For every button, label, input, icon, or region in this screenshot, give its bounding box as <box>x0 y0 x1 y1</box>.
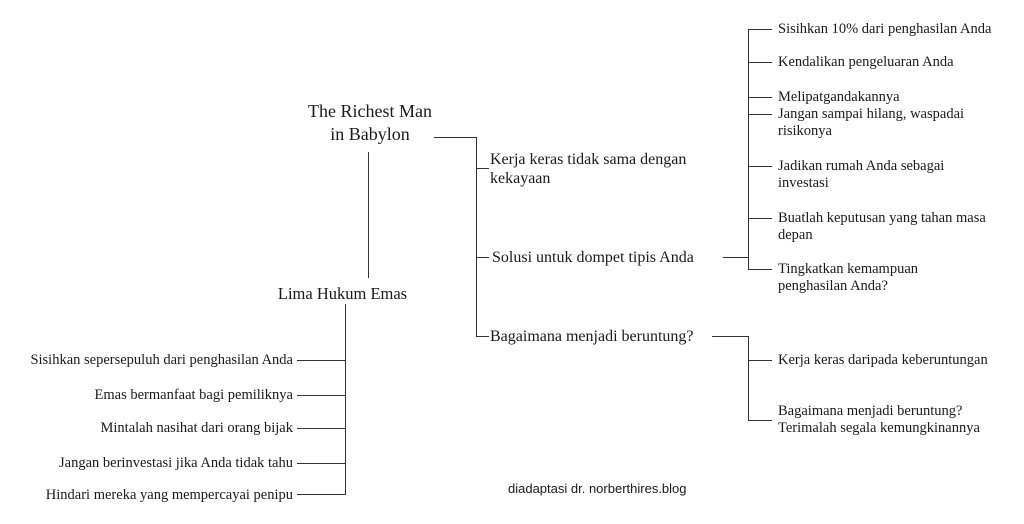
cure-item-4: Jangan sampai hilang, waspadai risikonya <box>778 106 965 139</box>
spine-cures <box>748 29 749 270</box>
tick-law-2 <box>297 395 345 396</box>
law-item-1: Sisihkan sepersepuluh dari penghasilan A… <box>30 352 293 368</box>
tick-law-5 <box>297 494 345 495</box>
luck-item-2: Bagaimana menjadi beruntung? Terimalah s… <box>778 403 980 436</box>
connector-luck <box>712 336 748 337</box>
cure-item-7: Tingkatkan kemampuan penghasilan Anda? <box>778 261 919 294</box>
tick-cure-3 <box>748 97 772 98</box>
tick-law-4 <box>297 463 345 464</box>
law-item-5: Hindari mereka yang mempercayai penipu <box>45 487 293 503</box>
luck-item-1: Kerja keras daripada keberuntungan <box>778 352 988 368</box>
law-item-2: Emas bermanfaat bagi pemiliknya <box>94 387 294 403</box>
tick-cure-2 <box>748 62 772 63</box>
spine-luck <box>748 336 749 421</box>
law-item-3: Mintalah nasihat dari orang bijak <box>100 420 293 436</box>
tick-cure-1 <box>748 29 772 30</box>
connector-root-fivelaws <box>368 152 369 278</box>
tick-law-3 <box>297 428 345 429</box>
cure-item-5: Jadikan rumah Anda sebagai investasi <box>778 158 945 191</box>
cure-item-2: Kendalikan pengeluaran Anda <box>778 54 954 70</box>
branch-luck-node: Bagaimana menjadi beruntung? <box>490 328 694 345</box>
bracket-main <box>476 137 477 337</box>
cure-item-3: Melipatgandakannya <box>778 89 900 105</box>
tick-law-1 <box>297 360 345 361</box>
tick-cure-4 <box>748 114 772 115</box>
tick-branch-cures <box>477 257 489 258</box>
tick-cure-6 <box>748 218 772 219</box>
tick-branch-work <box>477 168 489 169</box>
credit-text: diadaptasi dr. norberthires.blog <box>508 481 687 496</box>
cure-item-1: Sisihkan 10% dari penghasilan Anda <box>778 21 992 37</box>
cure-item-6: Buatlah keputusan yang tahan masa depan <box>778 210 986 243</box>
tick-branch-luck <box>477 336 489 337</box>
connector-root-right <box>434 137 476 138</box>
tick-cure-5 <box>748 166 772 167</box>
connector-cures <box>723 257 748 258</box>
spine-fivelaws <box>345 304 346 495</box>
fivelaws-node: Lima Hukum Emas <box>277 284 408 303</box>
tick-luck-1 <box>748 360 772 361</box>
branch-work-node: Kerja keras tidak sama dengan kekayaan <box>490 151 687 187</box>
root-node: The Richest Man in Babylon <box>308 101 432 144</box>
tick-luck-2 <box>748 420 772 421</box>
tick-cure-7 <box>748 269 772 270</box>
law-item-4: Jangan berinvestasi jika Anda tidak tahu <box>59 455 293 471</box>
branch-cures-node: Solusi untuk dompet tipis Anda <box>492 249 694 266</box>
